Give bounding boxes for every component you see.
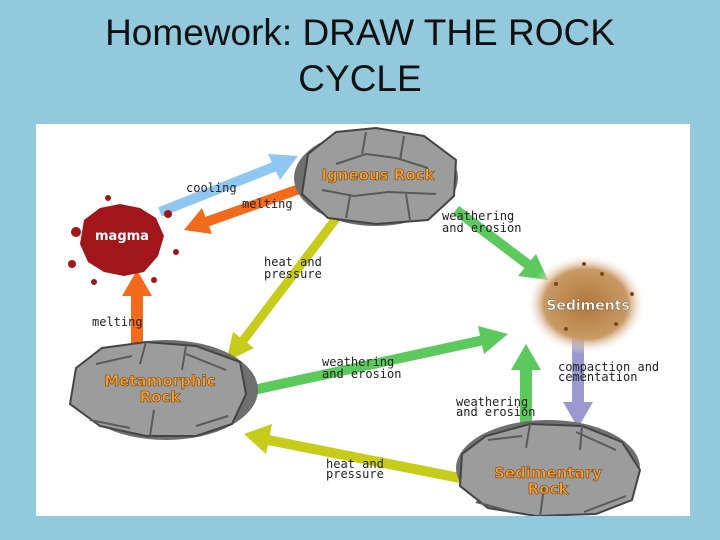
weathering-label-mid-2: and erosion [322,367,401,381]
magma-label: magma [95,229,149,244]
sediments-label: Sediments [546,298,629,314]
title-line-1: Homework: DRAW THE ROCK [105,12,615,53]
igneous-rock-label: Igneous Rock [321,166,435,184]
melting-label-left: melting [92,315,143,329]
heat-label-bottom-2: pressure [326,467,384,481]
heat-pressure-arrow-bottom [244,424,471,485]
cooling-arrow [158,154,298,217]
melting-label-top: melting [242,197,293,211]
weathering-label-mid-1: weathering [322,355,394,369]
igneous-rock-node: Igneous Rock [294,126,458,226]
weathering-label-low-1: weathering [456,395,528,409]
magma-node: magma [68,195,179,285]
heat-label-top-2: pressure [264,267,322,281]
sedimentary-rock-node: Sedimentary Rock [456,420,642,516]
heat-label-bottom-1: heat and [326,457,384,471]
metamorphic-rock-node: Metamorphic Rock [68,340,258,440]
weathering-label-low-2: and erosion [456,405,535,419]
compaction-label-1: compaction and [558,360,659,374]
weathering-label-top-2: and erosion [442,221,521,235]
compaction-label-2: cementation [558,370,637,384]
melting-arrow-left [122,270,152,352]
weathering-label-top-1: weathering [442,209,514,223]
cooling-label: cooling [186,181,237,195]
metamorphic-rock-label-2: Rock [140,388,182,406]
weathering-arrow-mid [242,326,508,397]
heat-pressure-arrow-top [226,205,348,362]
rock-cycle-diagram: Igneous Rock magma Sediments [36,124,690,516]
sediments-node: Sediments [526,254,646,354]
rock-cycle-svg: Igneous Rock magma Sediments [68,126,659,516]
sedimentary-rock-label-1: Sedimentary [494,464,602,482]
title-line-2: CYCLE [298,58,422,99]
sedimentary-rock-label-2: Rock [528,480,570,498]
metamorphic-rock-label-1: Metamorphic [104,372,215,390]
melting-arrow-top [184,181,310,234]
heat-label-top-1: heat and [264,255,322,269]
slide-title: Homework: DRAW THE ROCK CYCLE [0,10,720,102]
